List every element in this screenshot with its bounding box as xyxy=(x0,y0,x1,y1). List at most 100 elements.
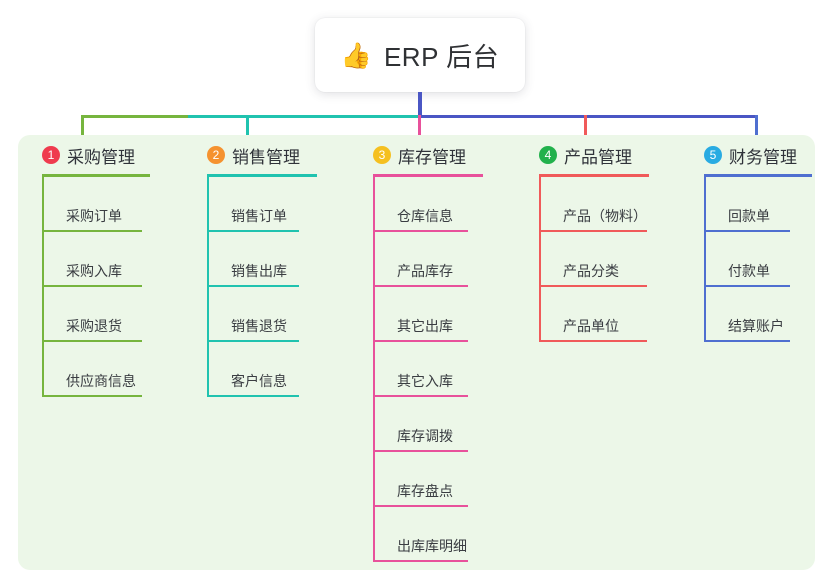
bus-segment-2 xyxy=(188,115,420,118)
module-header-2[interactable]: 2 销售管理 xyxy=(203,143,300,167)
submodule-label: 销售退货 xyxy=(231,318,287,334)
module-column-2: 2 销售管理销售订单销售出库销售退货客户信息 xyxy=(203,143,317,397)
submodule-rule xyxy=(373,285,468,287)
submodule-rule xyxy=(373,450,468,452)
module-title-4: 产品管理 xyxy=(564,147,632,167)
root-stem-connector xyxy=(418,92,422,117)
submodule-rule xyxy=(373,505,468,507)
submodule-rule xyxy=(207,340,299,342)
module-title-2: 销售管理 xyxy=(232,147,300,167)
root-title: ERP 后台 xyxy=(383,41,500,72)
module-trunk-4 xyxy=(539,177,541,342)
module-column-1: 1 采购管理采购订单采购入库采购退货供应商信息 xyxy=(38,143,150,397)
drop-connector-2 xyxy=(246,115,249,145)
submodule-label: 产品（物料） xyxy=(563,208,647,224)
submodule-rule xyxy=(373,560,468,562)
submodule-label: 其它出库 xyxy=(397,318,453,334)
submodule-rule xyxy=(373,395,468,397)
submodule-item[interactable]: 采购订单 xyxy=(42,177,142,232)
submodule-label: 客户信息 xyxy=(231,373,287,389)
submodule-label: 销售订单 xyxy=(231,208,287,224)
submodule-item[interactable]: 产品库存 xyxy=(373,232,468,287)
module-column-3: 3 库存管理仓库信息产品库存其它出库其它入库库存调拨库存盘点出库库明细 xyxy=(369,143,483,562)
submodule-label: 采购退货 xyxy=(66,318,122,334)
submodule-item[interactable]: 客户信息 xyxy=(207,342,299,397)
submodule-label: 库存盘点 xyxy=(397,483,453,499)
submodule-rule xyxy=(207,230,299,232)
submodule-item[interactable]: 其它入库 xyxy=(373,342,468,397)
module-header-4[interactable]: 4 产品管理 xyxy=(535,143,632,167)
submodule-item[interactable]: 产品分类 xyxy=(539,232,647,287)
submodule-item[interactable]: 结算账户 xyxy=(704,287,790,342)
submodule-item[interactable]: 库存盘点 xyxy=(373,452,468,507)
drop-connector-5 xyxy=(755,115,758,145)
submodule-rule xyxy=(539,285,647,287)
submodule-item[interactable]: 销售退货 xyxy=(207,287,299,342)
submodule-label: 其它入库 xyxy=(397,373,453,389)
root-node[interactable]: 👍 ERP 后台 xyxy=(315,18,525,92)
modules-panel xyxy=(18,135,815,570)
submodule-label: 仓库信息 xyxy=(397,208,453,224)
submodule-item[interactable]: 出库库明细 xyxy=(373,507,468,562)
submodule-rule xyxy=(704,340,790,342)
module-rule-2 xyxy=(207,174,317,177)
submodule-item[interactable]: 产品单位 xyxy=(539,287,647,342)
submodule-item[interactable]: 回款单 xyxy=(704,177,790,232)
submodule-item[interactable]: 销售订单 xyxy=(207,177,299,232)
module-rule-3 xyxy=(373,174,483,177)
submodule-label: 采购入库 xyxy=(66,263,122,279)
submodule-rule xyxy=(207,395,299,397)
module-header-5[interactable]: 5 财务管理 xyxy=(700,143,797,167)
submodule-item[interactable]: 采购入库 xyxy=(42,232,142,287)
module-trunk-3 xyxy=(373,177,375,562)
thumbs-up-icon: 👍 xyxy=(340,40,372,70)
module-badge-1: 1 xyxy=(42,146,60,164)
module-column-4: 4 产品管理产品（物料） 产品分类产品单位 xyxy=(535,143,649,342)
submodule-label: 供应商信息 xyxy=(66,373,136,389)
module-header-1[interactable]: 1 采购管理 xyxy=(38,143,135,167)
submodule-item[interactable]: 库存调拨 xyxy=(373,397,468,452)
submodule-label: 结算账户 xyxy=(728,318,784,334)
submodule-label: 产品分类 xyxy=(563,263,619,279)
submodule-rule xyxy=(539,340,647,342)
submodule-rule xyxy=(42,395,142,397)
bus-segment-1 xyxy=(81,115,188,118)
module-badge-2: 2 xyxy=(207,146,225,164)
module-trunk-1 xyxy=(42,177,44,397)
module-title-3: 库存管理 xyxy=(398,147,466,167)
module-rule-5 xyxy=(704,174,812,177)
module-header-3[interactable]: 3 库存管理 xyxy=(369,143,466,167)
submodule-rule xyxy=(42,230,142,232)
submodule-rule xyxy=(42,285,142,287)
module-rule-4 xyxy=(539,174,649,177)
submodule-item[interactable]: 仓库信息 xyxy=(373,177,468,232)
submodule-label: 回款单 xyxy=(728,208,770,224)
submodule-item[interactable]: 销售出库 xyxy=(207,232,299,287)
drop-connector-1 xyxy=(81,115,84,145)
submodule-item[interactable]: 产品（物料） xyxy=(539,177,647,232)
submodule-label: 采购订单 xyxy=(66,208,122,224)
module-badge-3: 3 xyxy=(373,146,391,164)
submodule-rule xyxy=(539,230,647,232)
submodule-rule xyxy=(704,285,790,287)
submodule-item[interactable]: 供应商信息 xyxy=(42,342,142,397)
module-badge-5: 5 xyxy=(704,146,722,164)
submodule-label: 产品单位 xyxy=(563,318,619,334)
module-rule-1 xyxy=(42,174,150,177)
module-trunk-5 xyxy=(704,177,706,342)
submodule-label: 出库库明细 xyxy=(397,538,467,554)
drop-connector-3 xyxy=(418,115,421,145)
submodule-rule xyxy=(207,285,299,287)
submodule-rule xyxy=(704,230,790,232)
submodule-label: 销售出库 xyxy=(231,263,287,279)
submodule-item[interactable]: 采购退货 xyxy=(42,287,142,342)
submodule-item[interactable]: 其它出库 xyxy=(373,287,468,342)
module-badge-4: 4 xyxy=(539,146,557,164)
submodule-item[interactable]: 付款单 xyxy=(704,232,790,287)
submodule-rule xyxy=(373,230,468,232)
submodule-label: 库存调拨 xyxy=(397,428,453,444)
module-title-1: 采购管理 xyxy=(67,147,135,167)
drop-connector-4 xyxy=(584,115,587,145)
module-title-5: 财务管理 xyxy=(729,147,797,167)
